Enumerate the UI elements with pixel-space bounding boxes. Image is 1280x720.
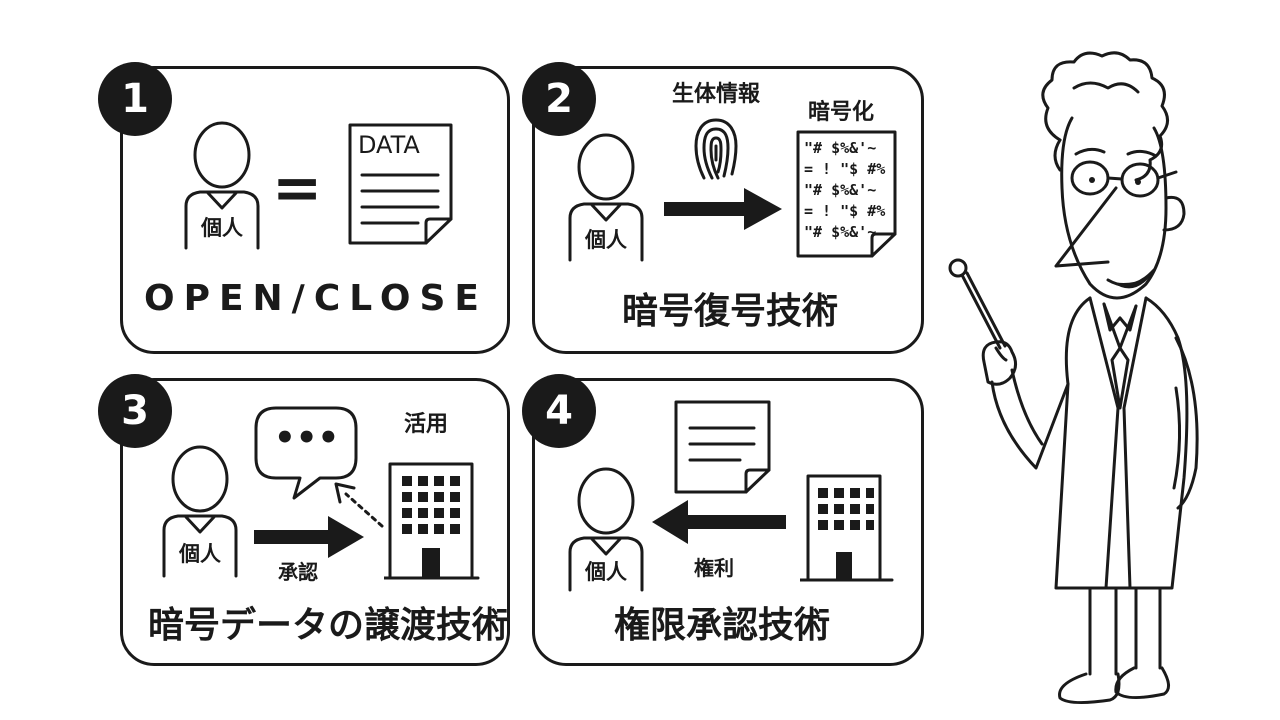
panel-1-person-label: 個人 xyxy=(201,216,243,240)
panel-2-fingerprint xyxy=(692,116,740,186)
panel-4-title: 権限承認技術 xyxy=(614,605,831,646)
panel-3-number-badge: 3 xyxy=(98,374,172,448)
person-icon xyxy=(162,445,238,578)
person-icon xyxy=(568,467,644,592)
panel-3-title: 暗号データの譲渡技術 xyxy=(148,605,509,646)
building-icon xyxy=(798,474,894,582)
presenter-character-svg xyxy=(948,51,1199,705)
panel-4-person: 個人 xyxy=(566,466,646,592)
panel-3-arrow-label: 承認 xyxy=(278,560,318,584)
panel-1-doc-label: DATA xyxy=(358,131,420,159)
arrow-right-icon xyxy=(664,188,782,230)
panel-3-dotted-arrow xyxy=(332,480,388,536)
document-icon xyxy=(796,130,897,258)
cipher-line: "# $%&'~ xyxy=(804,181,877,199)
panel-3-person-label: 個人 xyxy=(179,542,221,566)
panel-2-person-label: 個人 xyxy=(585,228,627,252)
panel-1-person: 個人 xyxy=(182,120,262,250)
panel-1-title: OPEN/CLOSE xyxy=(143,278,489,319)
panel-2-arrow xyxy=(664,186,784,238)
panel-3-person: 個人 xyxy=(160,444,240,578)
panel-4-number-badge: 4 xyxy=(522,374,596,448)
document-icon xyxy=(674,400,771,494)
arrow-left-icon xyxy=(652,500,786,544)
panel-4-arrow xyxy=(650,498,788,550)
panel-4-person-label: 個人 xyxy=(585,560,627,584)
panel-2-encrypted-document: "# $%&'~ = ! "$ #% "# $%&'~ = ! "$ #% "# $%&… xyxy=(796,130,898,258)
presenter-character xyxy=(940,48,1240,712)
panel-2-title: 暗号復号技術 xyxy=(622,291,839,332)
panel-3-building xyxy=(382,462,480,586)
panel-3 xyxy=(120,378,510,666)
panel-2-number-badge: 2 xyxy=(522,62,596,136)
panel-2-encrypted-label: 暗号化 xyxy=(808,100,875,125)
cipher-line: = ! "$ #% xyxy=(804,160,886,178)
panel-4-building xyxy=(798,472,896,588)
panel-2-biometric-label: 生体情報 xyxy=(672,82,761,107)
speech-bubble-icon xyxy=(254,406,358,500)
building-icon xyxy=(382,462,480,580)
panel-3-bubble-dots: ••• xyxy=(274,418,340,458)
person-icon xyxy=(184,121,260,250)
panel-1-document: DATA xyxy=(348,123,454,245)
panel-1-equals: = xyxy=(272,153,323,223)
panel-2-cipher-text: "# $%&'~ = ! "$ #% "# $%&'~ = ! "$ #% "# $%&… xyxy=(804,138,885,243)
panel-4-document xyxy=(674,400,772,498)
dotted-arrow-icon xyxy=(334,482,384,528)
arrow-right-icon xyxy=(254,516,364,558)
panel-1-number-badge: 1 xyxy=(98,62,172,136)
panel-2-person: 個人 xyxy=(566,132,646,262)
cipher-line: "# $%&'~ xyxy=(804,139,877,157)
cipher-line: = ! "$ #% xyxy=(804,202,886,220)
fingerprint-icon xyxy=(694,118,738,180)
person-icon xyxy=(568,133,644,262)
panel-3-arrow xyxy=(254,514,366,564)
document-icon xyxy=(348,123,453,245)
panel-3-building-label: 活用 xyxy=(404,412,449,437)
panel-4-arrow-label: 権利 xyxy=(694,556,734,580)
panel-3-speech-bubble: ••• xyxy=(250,404,362,506)
cipher-line: "# $%&'~ xyxy=(804,223,877,241)
